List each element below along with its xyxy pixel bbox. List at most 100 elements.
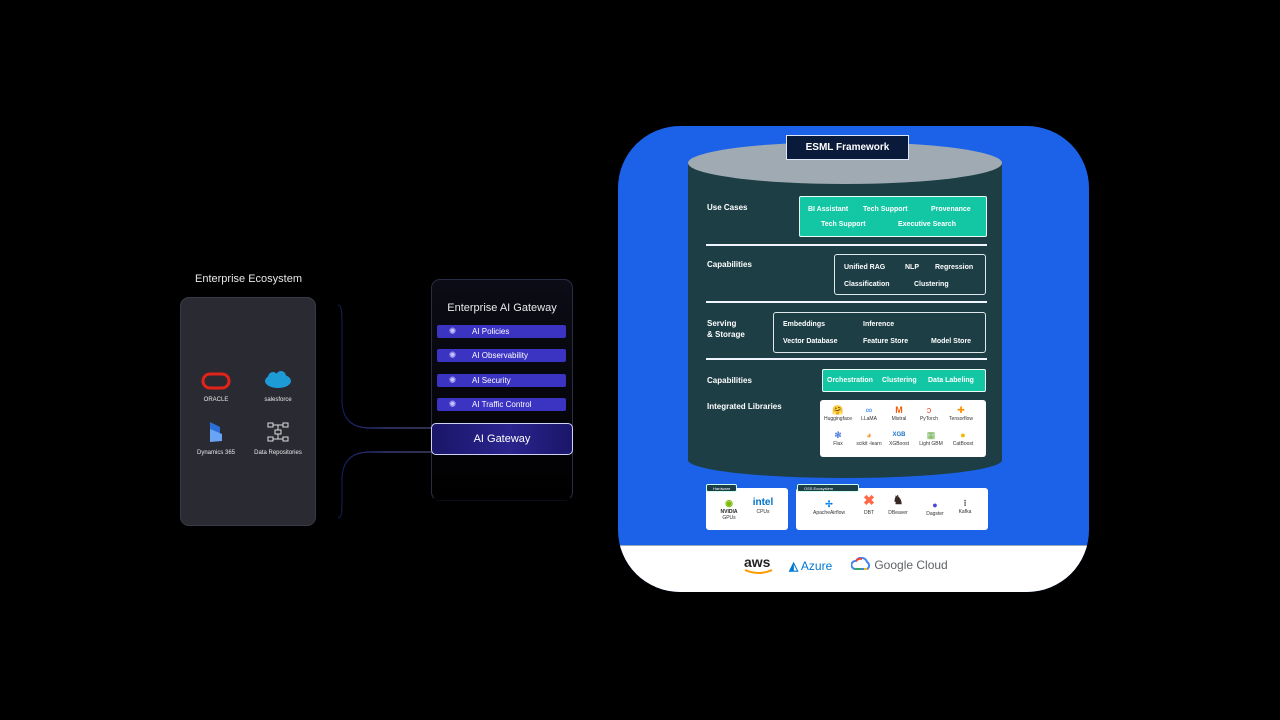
capabilities-label-2: Capabilities — [707, 376, 752, 385]
section-divider — [706, 244, 987, 246]
salesforce-logo: salesforce — [248, 370, 308, 403]
hardware-label: GPUs — [722, 515, 736, 521]
capabilities-box-2: Orchestration Clustering Data Labeling — [822, 369, 986, 392]
serving-label-line2: & Storage — [707, 330, 745, 339]
aws-label: aws — [744, 554, 771, 570]
capability-chip: NLP — [905, 264, 919, 271]
gateway-item-label: AI Observability — [472, 351, 529, 360]
hardware-item: intel CPUs — [748, 497, 778, 515]
ai-gateway-button[interactable]: AI Gateway — [431, 423, 573, 455]
esml-framework-title: ESML Framework — [786, 135, 909, 160]
gateway-item-label: AI Policies — [472, 327, 510, 336]
gateway-item-ai-traffic-control[interactable]: ✺AI Traffic Control — [437, 398, 566, 411]
scikit-learn-icon: ◕ — [866, 430, 872, 440]
use-cases-box: BI Assistant Tech Support Provenance Tec… — [799, 196, 987, 237]
flax-icon: ❃ — [834, 430, 842, 440]
library-item: ▦Light GBM — [915, 430, 947, 447]
dagster-icon: ● — [932, 500, 938, 510]
gateway-item-label: AI Security — [472, 376, 511, 385]
aws-logo: aws — [744, 554, 773, 574]
oss-item: ♞DBeaver — [885, 494, 911, 516]
data-repositories-label: Data Repositories — [254, 450, 302, 456]
dbt-icon: ✖ — [863, 492, 875, 508]
salesforce-label: salesforce — [264, 397, 292, 403]
library-item: ∞LLaMA — [853, 405, 885, 422]
gateway-item-ai-observability[interactable]: ✺ AI Observability — [437, 349, 566, 362]
library-label: Tensorflow — [949, 416, 973, 422]
catboost-icon: ● — [960, 430, 966, 440]
serving-chip: Inference — [863, 321, 895, 328]
serving-chip: Vector Database — [783, 338, 838, 345]
tensorflow-icon: ✚ — [957, 405, 965, 415]
kafka-icon: ⁝ — [963, 498, 967, 508]
network-icon — [267, 422, 289, 442]
serving-label: Serving & Storage — [707, 318, 745, 340]
gateway-item-ai-security[interactable]: ✺ AI Security — [437, 374, 566, 387]
oracle-icon — [201, 372, 231, 390]
serving-chip: Feature Store — [863, 338, 909, 345]
capabilities-box: Unified RAG NLP Regression Classificatio… — [834, 254, 986, 295]
oss-tag: OSS Ecosystem — [797, 484, 859, 492]
oss-label: DBT — [864, 510, 874, 516]
library-item: 🤗Huggingface — [822, 405, 854, 422]
gear-icon: ✺ — [448, 375, 457, 385]
oss-item: ✢ApacheAirflow — [806, 498, 852, 516]
serving-chip: Embeddings — [783, 321, 826, 328]
capability-chip: Orchestration — [827, 377, 873, 384]
nvidia-icon: ◉ — [725, 498, 733, 508]
oss-box: OSS Ecosystem ✢ApacheAirflow ✖ DBT ♞DBeav… — [796, 484, 988, 530]
library-label: Light GBM — [919, 441, 943, 447]
dynamics-icon — [210, 422, 222, 442]
dynamics-logo: Dynamics 365 — [186, 421, 246, 456]
capability-chip: Regression — [935, 264, 974, 271]
azure-icon: ◭ — [789, 559, 799, 573]
oracle-logo: ORACLE — [186, 372, 246, 403]
library-item: XGB XGBoost — [883, 430, 915, 447]
google-cloud-label: Google Cloud — [874, 558, 948, 572]
salesforce-cloud-icon — [265, 371, 291, 388]
gateway-panel — [431, 279, 573, 501]
library-label: Flax — [833, 441, 843, 447]
google-cloud-icon — [850, 556, 871, 570]
hardware-label: CPUs — [756, 509, 770, 515]
library-label: Mistral — [891, 416, 907, 422]
library-label: LLaMA — [861, 416, 877, 422]
gateway-item-ai-policies[interactable]: ✺AI Policies — [437, 325, 566, 338]
capability-chip: Data Labeling — [928, 377, 974, 384]
library-item: ✚Tensorflow — [945, 405, 977, 422]
section-divider — [706, 358, 987, 360]
use-case-chip: Provenance — [931, 206, 971, 213]
libraries-label: Integrated Libraries — [707, 402, 782, 411]
use-cases-label: Use Cases — [707, 203, 748, 212]
data-repositories-logo: Data Repositories — [248, 421, 308, 456]
capability-chip: Clustering — [914, 281, 949, 288]
capability-chip: Unified RAG — [844, 264, 886, 271]
library-item: ❃Flax — [822, 430, 854, 447]
library-label: scikit -learn — [856, 441, 882, 447]
hardware-brand: NVIDIA — [720, 509, 738, 515]
mistral-icon: M — [895, 405, 903, 415]
capability-chip: Classification — [844, 281, 890, 288]
gateway-item-label: AI Traffic Control — [472, 400, 532, 409]
use-case-chip: Executive Search — [898, 221, 956, 228]
use-case-chip: Tech Support — [863, 206, 908, 213]
aws-smile-icon — [744, 569, 773, 574]
oracle-label: ORACLE — [203, 397, 229, 403]
gear-icon: ✺ — [448, 350, 457, 360]
ecosystem-title: Enterprise Ecosystem — [195, 273, 302, 285]
oss-label: Kafka — [958, 509, 972, 515]
use-case-chip: Tech Support — [821, 221, 866, 228]
oss-label: ApacheAirflow — [813, 510, 845, 516]
library-label: XGBoost — [888, 441, 909, 447]
google-cloud-logo: Google Cloud — [850, 556, 948, 572]
library-item: ◕scikit -learn — [853, 430, 885, 447]
section-divider — [706, 301, 987, 303]
oss-item: ⁝Kafka — [952, 497, 978, 515]
azure-label: Azure — [800, 559, 833, 573]
xgboost-icon: XGB — [892, 432, 906, 438]
